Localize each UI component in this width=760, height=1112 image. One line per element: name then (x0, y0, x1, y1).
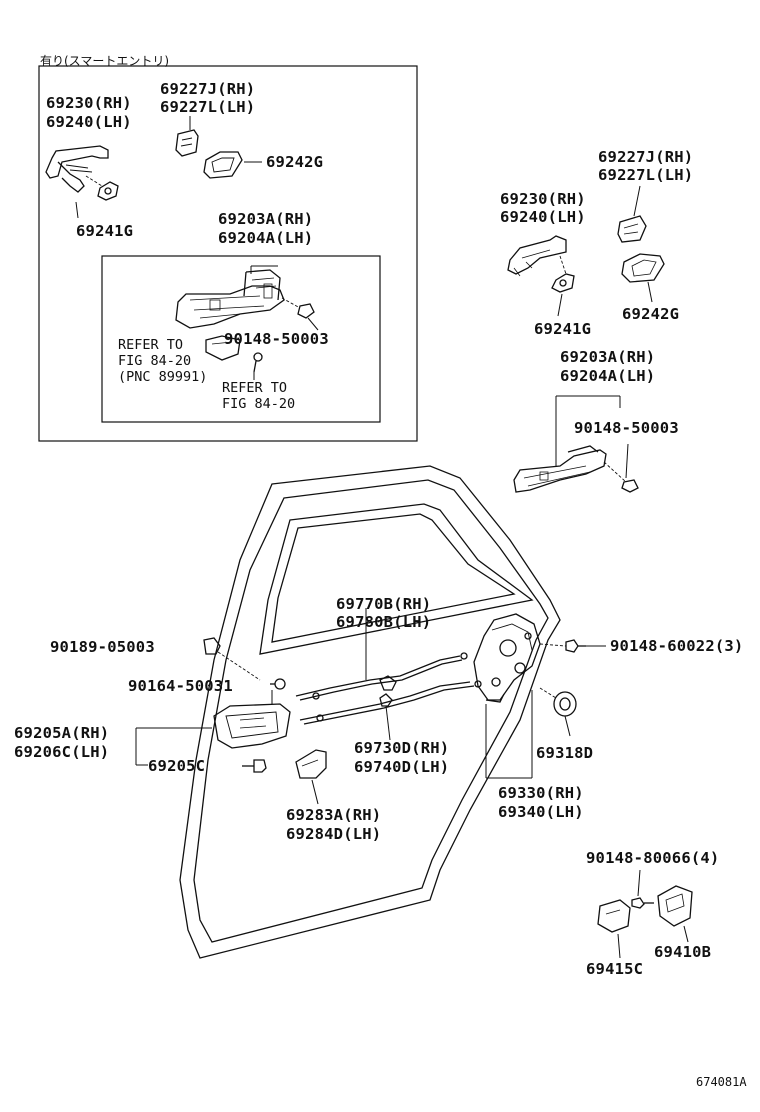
frame-assembly-b[interactable] (513, 445, 607, 493)
cap-69227-b[interactable] (617, 215, 647, 243)
label-cable2-lh: 69740D(LH) (354, 758, 450, 776)
label-b-frame-lh: 69204A(LH) (560, 367, 656, 385)
label-a-frame-lh: 69204A(LH) (218, 229, 314, 247)
sensor-a[interactable] (205, 335, 241, 361)
label-screw-right: 90148-60022(3) (610, 637, 744, 655)
label-a-bolt: 90148-50003 (224, 330, 329, 348)
label-cable2-rh: 69730D(RH) (354, 739, 450, 757)
bolt-a[interactable] (297, 303, 315, 319)
cap-69227-a[interactable] (175, 129, 199, 157)
screw-69205c[interactable] (242, 759, 267, 773)
striker-69410b[interactable] (657, 885, 693, 927)
door-outline (179, 465, 561, 959)
figure-code: 674081A (696, 1075, 747, 1089)
screw-lock[interactable] (565, 639, 586, 653)
label-a-refer1: REFER TO (118, 337, 184, 353)
label-a-handle-lh: 69240(LH) (46, 113, 132, 131)
bezel-69283[interactable] (295, 749, 327, 779)
label-b-handle-lh: 69240(LH) (500, 208, 586, 226)
label-striker-plate: 69415C (586, 960, 644, 978)
label-b-cap-lh: 69227L(LH) (598, 166, 694, 184)
label-a-cap-lh: 69227L(LH) (160, 98, 256, 116)
label-cable-lh: 69780B(LH) (336, 613, 432, 631)
label-inner-rh: 69205A(RH) (14, 724, 110, 742)
label-striker: 69410B (654, 943, 712, 961)
label-striker-screw: 90148-80066(4) (586, 849, 720, 867)
label-lock-lh: 69340(LH) (498, 803, 584, 821)
screw-a[interactable] (253, 352, 263, 373)
outside-handle-b[interactable] (507, 235, 567, 277)
screw-90148-80066[interactable] (631, 897, 654, 909)
label-screw-90164: 90164-50031 (128, 677, 233, 695)
label-bezel-rh: 69283A(RH) (286, 806, 382, 824)
label-clip-90189: 90189-05003 (50, 638, 155, 656)
label-b-handle-rh: 69230(RH) (500, 190, 586, 208)
label-b-pad-242: 69242G (622, 305, 680, 323)
door-lock-assembly[interactable] (473, 613, 541, 703)
label-a-pnc: (PNC 89991) (118, 369, 208, 385)
label-grommet: 69318D (536, 744, 594, 762)
frame-assembly-a[interactable] (175, 269, 285, 329)
label-a-frame-rh: 69203A(RH) (218, 210, 314, 228)
label-a-pad-241: 69241G (76, 222, 134, 240)
frame-inner-box (101, 255, 381, 423)
label-a-refer2: REFER TO (222, 380, 288, 396)
lock-cables[interactable] (295, 652, 482, 725)
striker-plate-69415c[interactable] (597, 899, 631, 933)
label-inner-c: 69205C (148, 757, 206, 775)
label-b-frame-rh: 69203A(RH) (560, 348, 656, 366)
label-b-cap-rh: 69227J(RH) (598, 148, 694, 166)
pad-69242g-b[interactable] (621, 253, 665, 283)
bolt-b[interactable] (621, 479, 639, 493)
label-b-bolt: 90148-50003 (574, 419, 679, 437)
pad-69242g-a[interactable] (203, 151, 243, 179)
label-cable-rh: 69770B(RH) (336, 595, 432, 613)
grommet-69318d[interactable] (553, 691, 577, 717)
label-a-fig2: FIG 84-20 (222, 396, 296, 412)
inside-handle[interactable] (213, 703, 291, 749)
label-lock-rh: 69330(RH) (498, 784, 584, 802)
label-a-handle-rh: 69230(RH) (46, 94, 132, 112)
label-inner-lh: 69206C(LH) (14, 743, 110, 761)
smart-entry-box (38, 65, 418, 442)
clip-90189[interactable] (203, 637, 221, 655)
pad-69241g-b[interactable] (551, 273, 575, 293)
label-a-pad-242: 69242G (266, 153, 324, 171)
smart-entry-note: 有り(スマートエントリ) (40, 54, 170, 68)
label-a-cap-rh: 69227J(RH) (160, 80, 256, 98)
label-a-fig1: FIG 84-20 (118, 353, 192, 369)
pad-69241g-a[interactable] (97, 181, 119, 201)
screw-90164[interactable] (270, 678, 286, 690)
outside-handle-a[interactable] (45, 145, 109, 193)
label-bezel-lh: 69284D(LH) (286, 825, 382, 843)
label-b-pad-241: 69241G (534, 320, 592, 338)
